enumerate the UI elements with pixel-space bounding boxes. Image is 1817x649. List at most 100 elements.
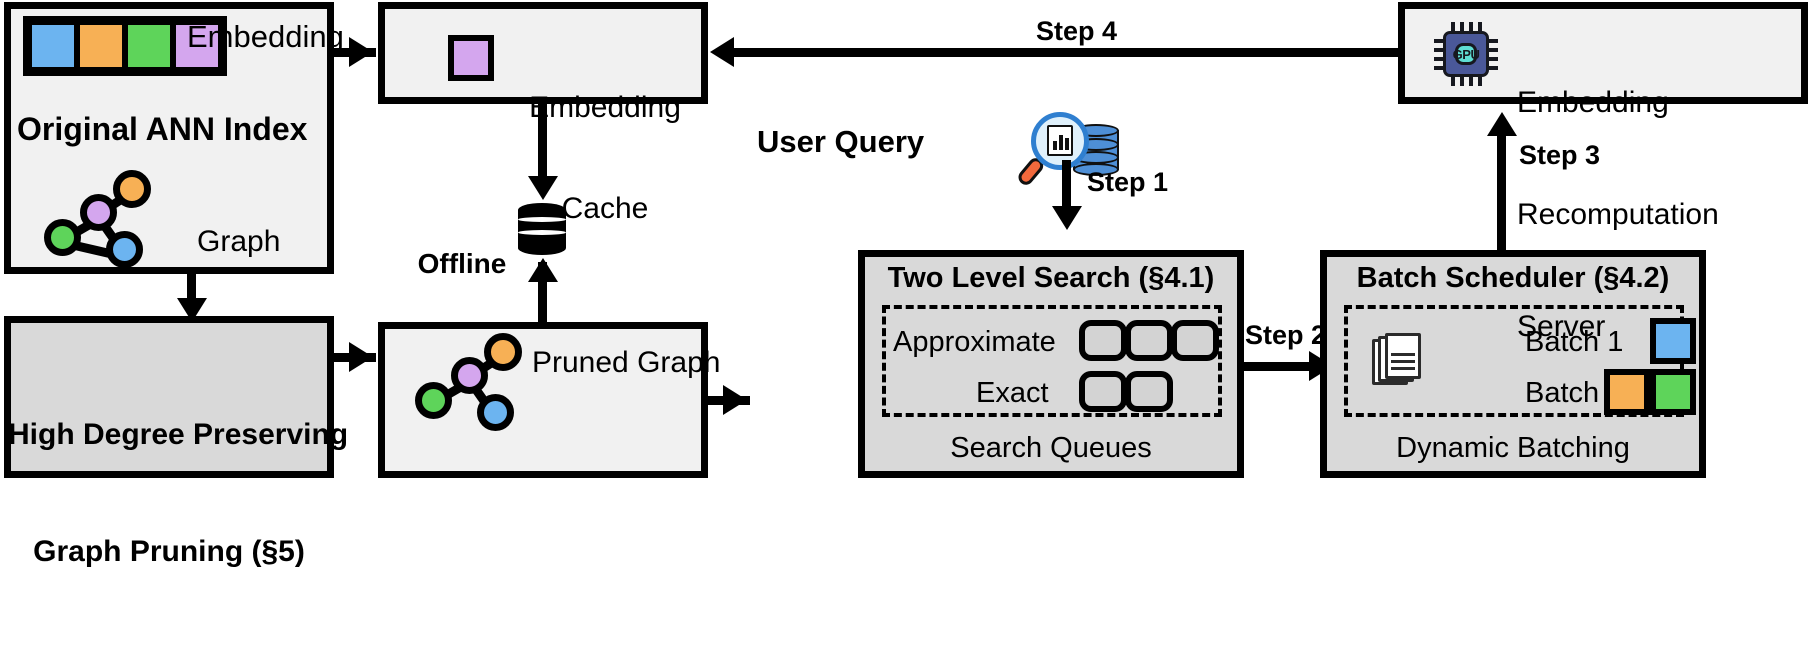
gpu-pin-b4 <box>1478 75 1482 86</box>
gpu-pin-t4 <box>1478 22 1482 33</box>
approximate-queue-label: Approximate <box>893 326 1056 358</box>
query-document-icon <box>1047 125 1073 156</box>
embedding-cache-line1: Embedding <box>529 91 681 125</box>
embedding-cache-label: Embedding Cache <box>512 24 698 293</box>
embedding-vector-strip <box>23 16 227 76</box>
recomputation-server-line3: Server <box>1517 309 1606 343</box>
gpu-pin-r1 <box>1487 39 1498 43</box>
arrow-step2-line <box>1244 362 1318 371</box>
recomputation-server-line2: Recomputation <box>1517 197 1719 231</box>
gpu-pin-t3 <box>1469 22 1473 33</box>
pruned-node-green <box>415 382 452 419</box>
embedding-label: Embedding <box>187 19 344 54</box>
document-page-front <box>1385 333 1421 379</box>
original-ann-index-title: Original ANN Index <box>17 111 308 147</box>
exact-queue-label: Exact <box>976 377 1049 409</box>
gpu-pin-b1 <box>1451 75 1455 86</box>
gpu-pin-r3 <box>1487 57 1498 61</box>
two-level-search-title: Two Level Search (§4.1) <box>887 262 1215 294</box>
arrow-index-to-cache-head <box>349 37 373 67</box>
embedding-cache-swatch <box>448 35 494 81</box>
cylinder-disc-bottom <box>518 241 566 255</box>
offline-storage-line1: Offline <box>417 247 507 279</box>
embedding-cell-purple <box>173 22 221 70</box>
user-query-label: User Query <box>757 124 925 159</box>
doc-bar-2 <box>1059 135 1063 150</box>
embedding-cell-blue <box>29 22 77 70</box>
graph-pruning-line2: Graph Pruning (§5) <box>33 535 305 568</box>
embedding-cache-box <box>378 2 708 104</box>
gpu-chip-icon: GPU <box>1434 22 1498 86</box>
arrow-step3-head <box>1487 112 1517 136</box>
gpu-pin-r2 <box>1487 48 1498 52</box>
arrow-cache-to-storage-head <box>528 176 558 200</box>
cylinder-disc-mid1 <box>518 217 566 222</box>
graph-node-orange <box>113 170 151 208</box>
gpu-pin-l4 <box>1434 66 1445 70</box>
batch-scheduler-title: Batch Scheduler (§4.2) <box>1356 262 1670 294</box>
graph-node-green <box>44 219 81 256</box>
arrow-pruned-to-storage-head <box>528 258 558 282</box>
documents-stack-icon <box>1372 333 1428 391</box>
embedding-cell-orange <box>77 22 125 70</box>
magnifier-database-icon <box>1015 110 1119 192</box>
arrow-step4-head <box>710 37 734 67</box>
step-1-label: Step 1 <box>1087 167 1169 197</box>
step-4-label: Step 4 <box>1036 16 1118 46</box>
gpu-chip-text: GPU <box>1452 46 1480 62</box>
arrow-pruned-to-search-head <box>723 385 747 415</box>
step-2-label: Step 2 <box>1245 320 1327 350</box>
document-line-1 <box>1391 353 1415 356</box>
batch-1-label: Batch 1 <box>1525 326 1624 358</box>
doc-bar-1 <box>1053 141 1057 150</box>
document-line-3 <box>1391 367 1415 370</box>
arrow-step1-line <box>1062 160 1071 222</box>
gpu-pin-l2 <box>1434 48 1445 52</box>
embedding-cache-line2: Cache <box>561 191 649 225</box>
gpu-pin-t2 <box>1460 22 1464 33</box>
cylinder-disc-mid2 <box>518 230 566 235</box>
database-cylinder-icon <box>518 203 566 255</box>
exact-slot-1 <box>1079 371 1127 412</box>
batch-2-swatch-green <box>1650 369 1696 415</box>
gpu-pin-b3 <box>1469 75 1473 86</box>
query-db-disc-bottom <box>1073 163 1119 176</box>
graph-pruning-box <box>4 316 334 478</box>
graph-node-purple <box>80 194 117 231</box>
graph-label: Graph <box>197 225 281 258</box>
arrow-step1-head <box>1052 206 1082 230</box>
pruned-node-orange <box>484 333 522 371</box>
pruned-node-blue <box>477 394 514 431</box>
graph-node-blue <box>106 231 143 268</box>
embedding-cell-green <box>125 22 173 70</box>
search-queues-caption: Search Queues <box>950 432 1152 464</box>
gpu-pin-r4 <box>1487 66 1498 70</box>
approximate-slot-3 <box>1171 320 1219 361</box>
arrow-pruned-to-storage-line <box>538 262 547 322</box>
arrow-index-to-pruning-line <box>187 274 196 314</box>
doc-bar-3 <box>1065 138 1069 150</box>
pruned-graph-label: Pruned Graph <box>532 346 721 379</box>
gpu-pin-b2 <box>1460 75 1464 86</box>
graph-pruning-label: High Degree Preserving Graph Pruning (§5… <box>8 337 348 649</box>
batch-1-swatch-blue <box>1650 318 1696 364</box>
dynamic-batching-caption: Dynamic Batching <box>1396 432 1630 464</box>
gpu-chip-core: GPU <box>1452 43 1480 65</box>
approximate-slot-1 <box>1079 320 1127 361</box>
pruned-node-purple <box>451 357 488 394</box>
step-3-label: Step 3 <box>1519 140 1601 170</box>
approximate-slot-2 <box>1125 320 1173 361</box>
arrow-cache-to-storage-line <box>538 104 547 190</box>
recomputation-server-line1: Embedding <box>1517 86 1669 120</box>
gpu-chip-body: GPU <box>1443 31 1489 77</box>
arrow-step3-line <box>1497 130 1506 250</box>
gpu-pin-t1 <box>1451 22 1455 33</box>
gpu-pin-l3 <box>1434 57 1445 61</box>
document-line-2 <box>1391 360 1415 363</box>
diagram-canvas: Embedding Original ANN Index Graph Embed… <box>4 2 1808 568</box>
recomputation-server-label: Embedding Recomputation Server <box>1517 10 1719 419</box>
search-queues-dashed-region <box>882 305 1222 417</box>
cylinder-disc-top <box>518 203 566 217</box>
batch-2-swatch-orange <box>1604 369 1650 415</box>
gpu-pin-l1 <box>1434 39 1445 43</box>
